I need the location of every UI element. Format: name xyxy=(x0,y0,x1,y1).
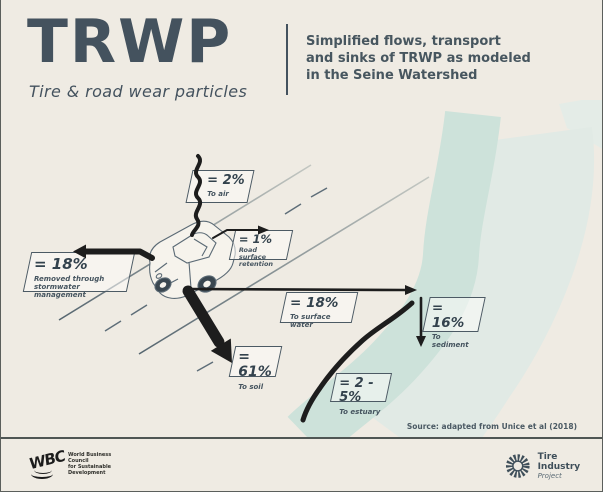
surface-water-caption: To surface water xyxy=(290,312,331,329)
soil-value: = 61% xyxy=(238,349,272,381)
wbcsd-text-line: for Sustainable xyxy=(68,464,112,470)
sediment-value: = 16% xyxy=(431,300,465,331)
estuary-value: = 2 - 5% xyxy=(339,376,374,406)
tire-swirl-icon xyxy=(505,454,530,478)
estuary-caption: To estuary xyxy=(339,407,381,416)
to-air-caption: To air xyxy=(207,190,229,199)
header-divider xyxy=(286,24,288,95)
to-air-value: = 2% xyxy=(207,173,245,188)
road-lane-dashes xyxy=(104,187,328,372)
page-description: Simplified flows, transport and sinks of… xyxy=(306,33,531,84)
tip-subname: Project xyxy=(537,472,562,480)
label-stormwater-management: = 18% Removed through stormwater managem… xyxy=(22,252,136,299)
wbcsd-text-line: Council xyxy=(68,458,89,465)
road-surface-caption: surface retention xyxy=(238,252,274,268)
road-surface-value: = 1% xyxy=(238,232,273,246)
soil-caption: To soil xyxy=(238,382,264,391)
surface-water-value: = 18% xyxy=(290,295,339,311)
tire-industry-project-logo: Tire Industry Project xyxy=(505,452,602,480)
label-to-sediment: = 16% To sediment xyxy=(422,297,486,349)
description-line: Simplified flows, transport xyxy=(306,34,501,49)
stormwater-caption: Removed through xyxy=(33,274,105,283)
page-subtitle: Tire & road wear particles xyxy=(29,82,248,101)
stormwater-caption: stormwater management xyxy=(33,282,86,299)
label-to-surface-water: = 18% To surface water xyxy=(279,292,359,329)
sediment-caption: To sediment xyxy=(431,332,469,349)
label-to-estuary: = 2 - 5% To estuary xyxy=(329,373,393,416)
tip-name: Tire Industry xyxy=(537,452,581,472)
wbcsd-logo: WBC World Business Council for Sustainab… xyxy=(28,447,111,481)
page-title: TRWP xyxy=(27,7,233,77)
wbcsd-wordmark: World Business Council for Sustainable D… xyxy=(68,453,111,476)
footer-divider xyxy=(1,437,602,439)
wbcsd-logo-icon: WBC xyxy=(28,447,65,481)
label-to-soil: = 61% To soil xyxy=(228,346,283,391)
description-line: in the Seine Watershed xyxy=(306,68,478,83)
label-road-surface-retention: = 1% Road surface retention xyxy=(228,230,294,268)
label-to-air: = 2% To air xyxy=(185,170,255,203)
description-line: and sinks of TRWP as modeled xyxy=(306,51,531,66)
tire-industry-project-wordmark: Tire Industry Project xyxy=(538,452,602,480)
wbcsd-swoosh-icon xyxy=(31,469,53,479)
wbcsd-text-line: World Business xyxy=(68,452,112,459)
wbcsd-text-line: Development xyxy=(68,469,106,476)
car-illustration xyxy=(148,220,236,299)
source-citation: Source: adapted from Unice et al (2018) xyxy=(406,422,577,431)
stormwater-value: = 18% xyxy=(33,255,88,273)
